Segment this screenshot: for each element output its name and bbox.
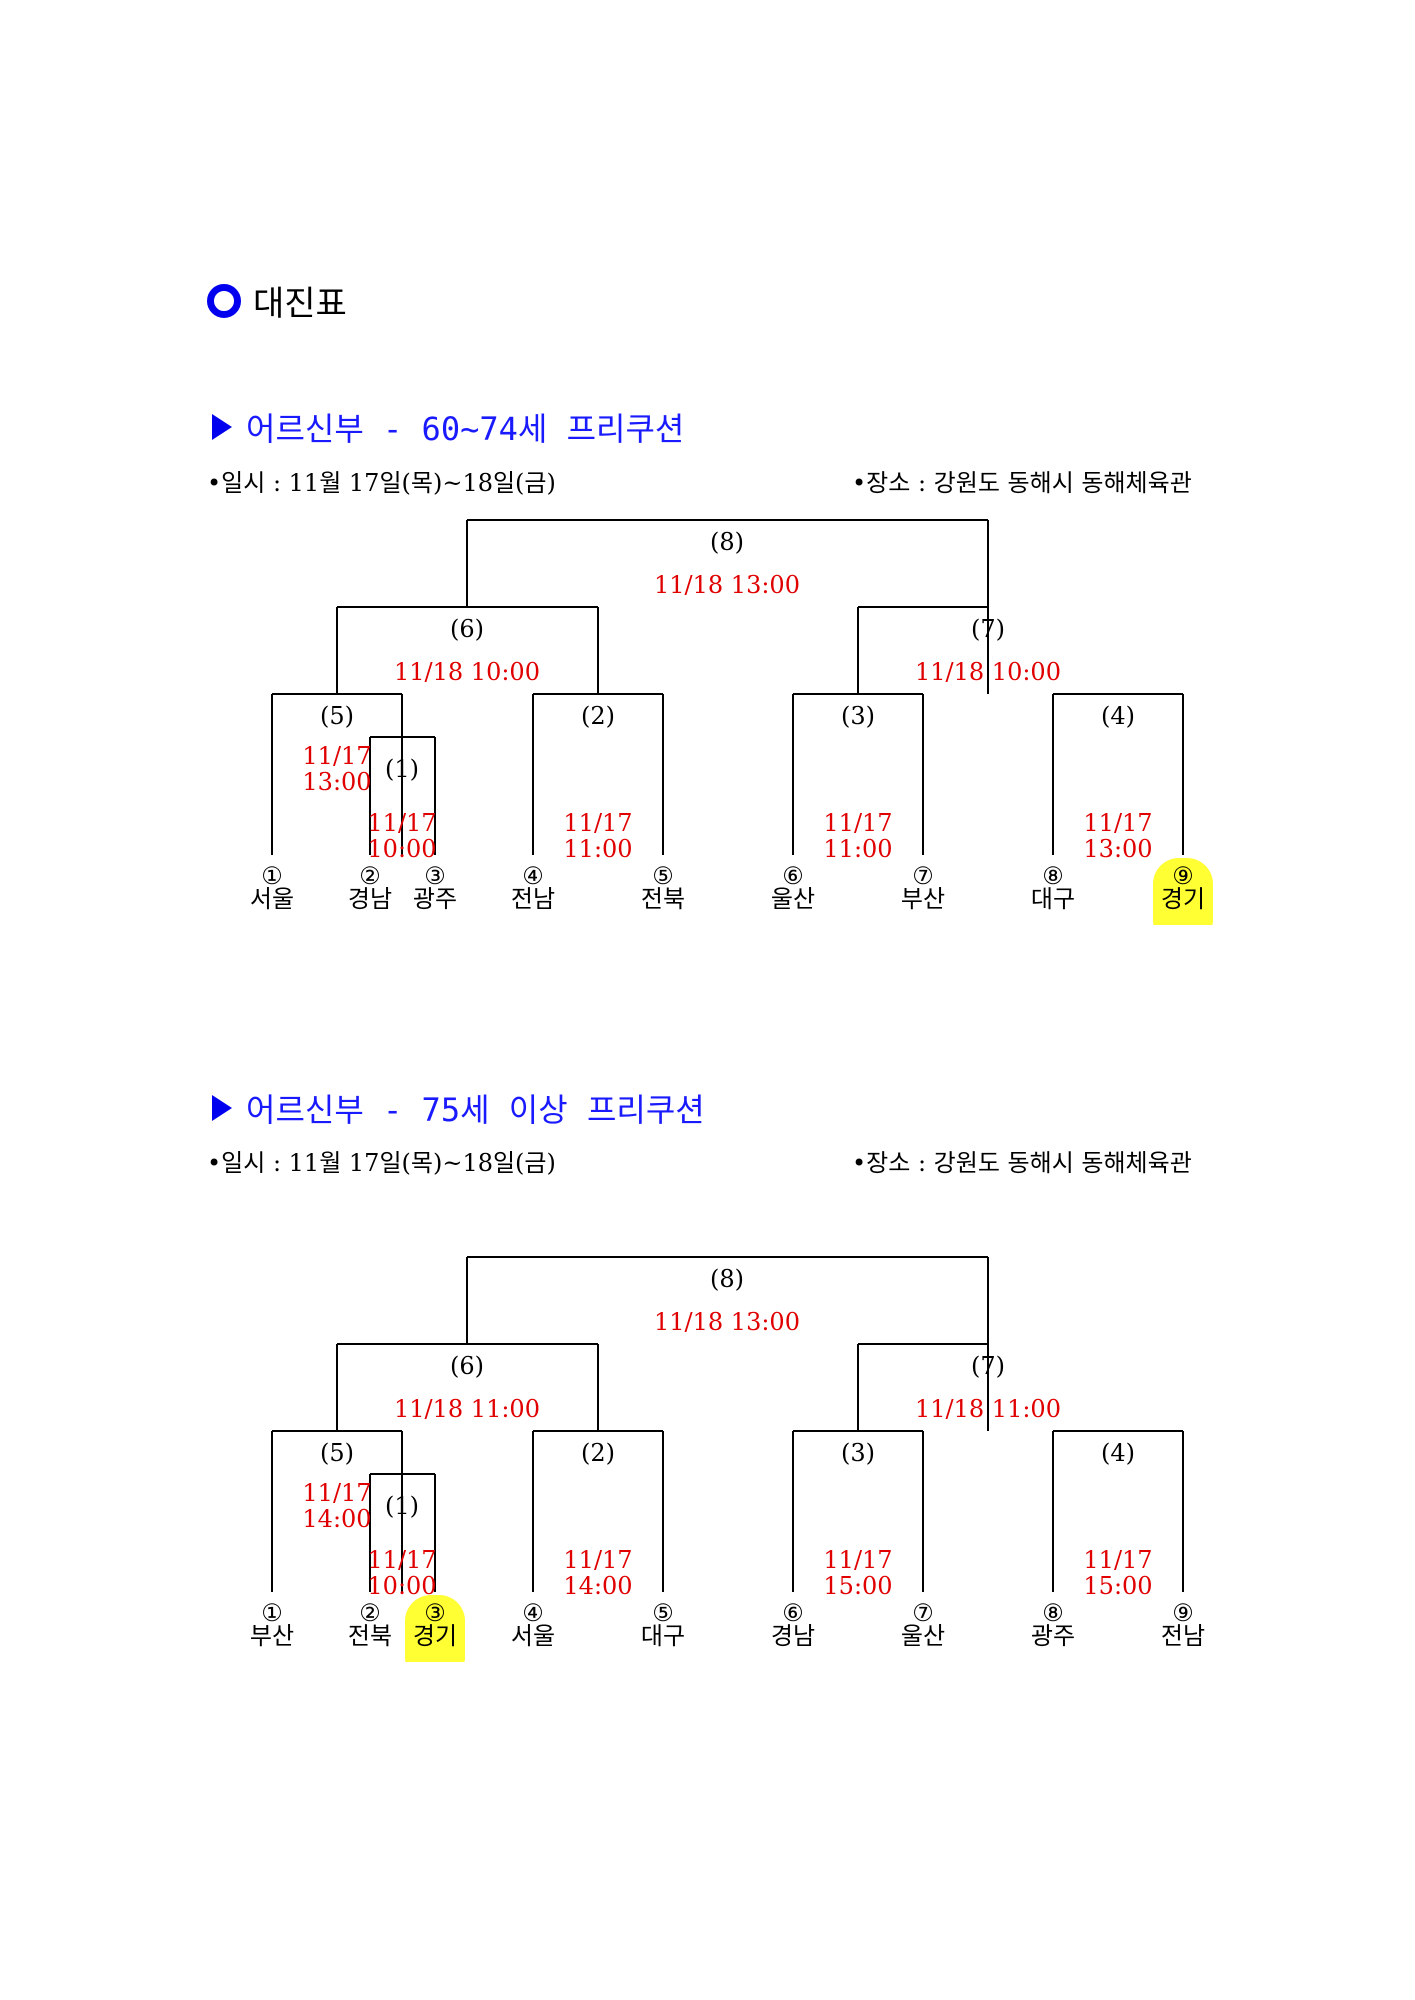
team-number: ⑥ [782, 1599, 804, 1627]
team-name: 광주 [1031, 1622, 1075, 1650]
match-5-date: 11/17 [302, 742, 371, 770]
match-3-date: 11/17 [823, 1546, 892, 1574]
match-2-label: (2) [581, 1439, 615, 1467]
match-3-time: 11:00 [823, 835, 892, 863]
match-2-label: (2) [581, 702, 615, 730]
page-heading: 대진표 [207, 276, 347, 325]
team-name: 경남 [348, 885, 392, 913]
team-number: ③ [424, 1599, 446, 1627]
match-1-time: 10:00 [367, 835, 436, 863]
match-3-label: (3) [841, 1439, 875, 1467]
match-6-time: 11/18 10:00 [394, 658, 540, 686]
match-5-label: (5) [320, 1439, 354, 1467]
match-6-label: (6) [450, 1352, 484, 1380]
team-number: ⑦ [912, 1599, 934, 1627]
match-4-label: (4) [1101, 1439, 1135, 1467]
bracket-1: (8) 11/18 13:00 (6) 11/18 10:00 (7) 11/18 10:… [0, 505, 1415, 925]
team-name: 경기 [1161, 885, 1205, 913]
team-number: ② [359, 862, 381, 890]
section-title-1: 어르신부 - 60~74세 프리쿠션 [212, 404, 684, 450]
team-name: 서울 [250, 885, 294, 913]
match-8-time: 11/18 13:00 [654, 1308, 800, 1336]
page-title: 대진표 [253, 284, 347, 324]
team-name: 울산 [901, 1622, 945, 1650]
match-6-label: (6) [450, 615, 484, 643]
team-name: 서울 [511, 1622, 555, 1650]
match-1-label: (1) [385, 1492, 419, 1520]
match-8-label: (8) [710, 1265, 744, 1293]
match-2-date: 11/17 [563, 809, 632, 837]
team-name: 대구 [641, 1622, 685, 1650]
match-2-time: 14:00 [563, 1572, 632, 1600]
match-1-date: 11/17 [367, 809, 436, 837]
team-name: 전남 [511, 885, 555, 913]
match-5-label: (5) [320, 702, 354, 730]
circle-bullet-icon [207, 283, 241, 318]
team-name: 울산 [771, 885, 815, 913]
team-number: ⑧ [1042, 1599, 1064, 1627]
team-number: ② [359, 1599, 381, 1627]
team-name: 전남 [1161, 1622, 1205, 1650]
triangle-bullet-icon [212, 1095, 232, 1121]
match-2-date: 11/17 [563, 1546, 632, 1574]
match-7-time: 11/18 10:00 [915, 658, 1061, 686]
winner-highlight [405, 1595, 465, 1662]
match-1-label: (1) [385, 755, 419, 783]
match-2-time: 11:00 [563, 835, 632, 863]
match-4-date: 11/17 [1083, 809, 1152, 837]
team-name: 경기 [413, 1622, 457, 1650]
match-4-time: 15:00 [1083, 1572, 1152, 1600]
team-number: ① [261, 862, 283, 890]
section-title-text: 어르신부 - 75세 이상 프리쿠션 [246, 1091, 705, 1129]
schedule-info-2: •일시 : 11월 17일(목)~18일(금) [207, 1149, 556, 1177]
bracket-diagram: (8) 11/18 13:00 (6) 11/18 10:00 (7) 11/18 10:… [250, 519, 1213, 925]
match-8-time: 11/18 13:00 [654, 571, 800, 599]
bracket-diagram: (8) 11/18 13:00 (6) 11/18 11:00 (7) 11/18 11:… [250, 1256, 1205, 1662]
section-title-2: 어르신부 - 75세 이상 프리쿠션 [212, 1085, 705, 1131]
team-number: ⑤ [652, 862, 674, 890]
match-3-date: 11/17 [823, 809, 892, 837]
team-number: ⑦ [912, 862, 934, 890]
team-name: 광주 [413, 885, 457, 913]
bracket-2: (8) 11/18 13:00 (6) 11/18 11:00 (7) 11/18 11:… [0, 1242, 1415, 1662]
team-number: ⑤ [652, 1599, 674, 1627]
team-name: 전북 [641, 885, 685, 913]
match-7-label: (7) [971, 1352, 1005, 1380]
match-5-date: 11/17 [302, 1479, 371, 1507]
venue-info-1: •장소 : 강원도 동해시 동해체육관 [852, 469, 1192, 497]
match-5-time: 14:00 [302, 1505, 371, 1533]
team-number: ④ [522, 862, 544, 890]
team-name: 대구 [1031, 885, 1075, 913]
match-3-label: (3) [841, 702, 875, 730]
team-number: ③ [424, 862, 446, 890]
winner-highlight [1153, 858, 1213, 925]
match-1-time: 10:00 [367, 1572, 436, 1600]
team-name: 부산 [901, 885, 945, 913]
team-number: ⑨ [1172, 1599, 1194, 1627]
team-name: 부산 [250, 1622, 294, 1650]
team-number: ④ [522, 1599, 544, 1627]
match-3-time: 15:00 [823, 1572, 892, 1600]
match-6-time: 11/18 11:00 [394, 1395, 540, 1423]
team-number: ① [261, 1599, 283, 1627]
team-name: 경남 [771, 1622, 815, 1650]
venue-info-2: •장소 : 강원도 동해시 동해체육관 [852, 1149, 1192, 1177]
team-number: ⑨ [1172, 862, 1194, 890]
match-4-label: (4) [1101, 702, 1135, 730]
team-number: ⑧ [1042, 862, 1064, 890]
section-title-text: 어르신부 - 60~74세 프리쿠션 [246, 410, 685, 448]
match-7-time: 11/18 11:00 [915, 1395, 1061, 1423]
match-8-label: (8) [710, 528, 744, 556]
team-number: ⑥ [782, 862, 804, 890]
match-4-time: 13:00 [1083, 835, 1152, 863]
match-5-time: 13:00 [302, 768, 371, 796]
match-4-date: 11/17 [1083, 1546, 1152, 1574]
match-7-label: (7) [971, 615, 1005, 643]
team-name: 전북 [348, 1622, 392, 1650]
schedule-info-1: •일시 : 11월 17일(목)~18일(금) [207, 469, 556, 497]
match-1-date: 11/17 [367, 1546, 436, 1574]
triangle-bullet-icon [212, 414, 232, 440]
